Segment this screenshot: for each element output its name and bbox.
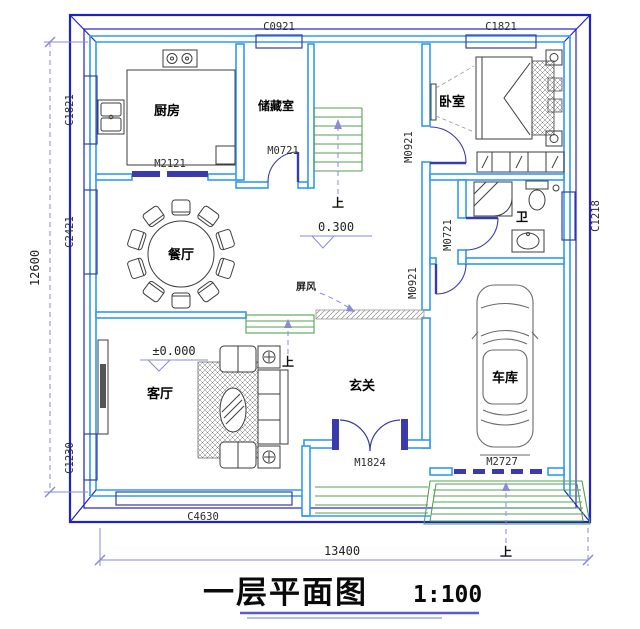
armchair-icon	[219, 441, 257, 469]
door-label-m0721-bath: M0721	[442, 219, 454, 251]
window-label-c1821-left: C1821	[64, 94, 76, 126]
dimension-left: 12600	[28, 36, 88, 498]
total-width-dimension: 13400	[324, 544, 360, 558]
door-storage-m0721: M0721	[267, 145, 300, 183]
window-c1230: C1230	[64, 433, 98, 481]
kitchen-label: 厨房	[154, 103, 180, 119]
entry-porch-steps	[302, 486, 430, 517]
bedroom-label: 卧室	[439, 94, 465, 110]
total-height-dimension: 12600	[28, 250, 42, 286]
door-bedroom-m0921: M0921	[403, 126, 467, 165]
steps-direction-arrow	[284, 319, 292, 328]
screen-label: 屏风	[295, 281, 316, 293]
coffee-table-icon	[219, 387, 247, 433]
window-c1821-left: C1821	[64, 75, 98, 145]
window-label-c2421: C2421	[64, 216, 76, 248]
door-label-m2121: M2121	[154, 158, 186, 170]
door-label-m2727: M2727	[486, 456, 518, 468]
dining-chairs	[127, 199, 235, 309]
sofa-icon	[257, 369, 289, 445]
sink-icon	[97, 99, 125, 135]
nightstand-icon	[545, 49, 563, 66]
window-label-c1821-top: C1821	[485, 21, 517, 33]
interior-steps: 上	[245, 314, 315, 369]
screen-leader-arrow	[346, 304, 355, 312]
ramp-direction-arrow	[502, 482, 510, 491]
door-bath-m0721: M0721	[442, 216, 499, 251]
armchair-icon	[219, 345, 257, 373]
bedroom-furniture: 卧室	[430, 49, 565, 173]
side-table-icon	[257, 345, 281, 369]
exterior-walls	[68, 13, 592, 524]
screen-partition: 屏风	[295, 281, 425, 320]
garage-ramp: 上	[423, 480, 591, 559]
wall-cabinet	[547, 77, 563, 92]
window-label-c0921: C0921	[263, 21, 295, 33]
bed-icon	[475, 56, 555, 140]
steps-up-label: 上	[282, 354, 294, 369]
window-c1821-top: C1821	[465, 21, 537, 49]
dining-table	[147, 220, 215, 288]
stairs-up-label: 上	[332, 195, 344, 210]
interior-walls	[95, 43, 565, 517]
entry-label: 玄关	[349, 378, 375, 394]
side-table-icon	[257, 445, 281, 469]
windows: C0921 C1821 C1821 C2421 C1230 C1218 C463…	[64, 21, 602, 523]
elevation-dining-value: 0.300	[318, 220, 354, 234]
window-label-c1218: C1218	[590, 200, 602, 232]
ramp-up-label: 上	[500, 544, 512, 559]
nightstand-icon	[545, 130, 563, 147]
window-c2421: C2421	[64, 189, 98, 275]
window-c0921: C0921	[255, 21, 303, 49]
door-kitchen-m2121: M2121	[132, 158, 208, 177]
toilet-icon	[525, 180, 549, 211]
door-entry-m1824: M1824	[332, 419, 408, 469]
door-garage-main-m2727: M2727	[454, 456, 546, 474]
elevation-dining: 0.300	[300, 220, 372, 249]
kitchen-cabinet	[215, 145, 236, 165]
door-label-m1824: M1824	[354, 457, 386, 469]
dresser-icon	[476, 151, 565, 173]
drawing-scale: 1:100	[413, 582, 482, 608]
elevation-living: ±0.000	[140, 344, 208, 372]
door-garage-inner-m0921: M0921	[407, 263, 467, 299]
title-block: 一层平面图 1:100	[203, 575, 482, 619]
storage-label: 储藏室	[258, 98, 294, 113]
dining-furniture: 餐厅	[127, 199, 235, 309]
living-furniture: 客厅	[97, 339, 289, 469]
elevation-living-value: ±0.000	[152, 344, 195, 358]
dimension-bottom: 13400	[94, 528, 594, 566]
tv-icon	[430, 65, 475, 133]
garage-car-icon	[471, 284, 539, 456]
stairs-direction-arrow	[334, 119, 342, 129]
shower-icon	[473, 181, 513, 217]
door-label-m0921-garage: M0921	[407, 267, 419, 299]
door-label-m0721-storage: M0721	[267, 145, 299, 157]
drawing-title: 一层平面图	[203, 575, 368, 611]
doors: M2121 M0721 M0921 M0721 M0921 M1824	[132, 126, 546, 474]
dining-label: 餐厅	[167, 247, 194, 263]
living-label: 客厅	[147, 386, 173, 402]
floor-drain-icon	[552, 184, 560, 192]
staircase: 上	[313, 107, 363, 210]
wall-cabinet	[547, 98, 563, 113]
bath-label: 卫	[516, 210, 528, 224]
garage-label: 车库	[492, 370, 518, 386]
window-label-c1230: C1230	[64, 442, 76, 474]
window-c1218: C1218	[561, 191, 602, 241]
tv-stand-icon	[97, 339, 109, 435]
window-label-c4630: C4630	[187, 511, 219, 523]
bathroom-fixtures: 卫	[473, 180, 560, 253]
kitchen-furniture: 厨房	[97, 49, 236, 166]
door-label-m0921-bedroom: M0921	[403, 131, 415, 163]
window-c4630: C4630	[115, 491, 293, 523]
stove-icon	[162, 49, 198, 68]
washbasin-icon	[511, 229, 545, 253]
